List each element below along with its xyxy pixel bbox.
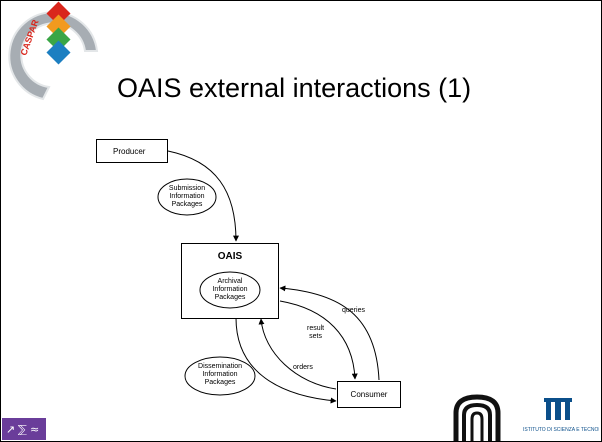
isti-label: ISTITUTO DI SCIENZA E TECNOLOGIE <box>523 427 599 433</box>
producer-label: Producer <box>113 146 146 156</box>
consumer-label: Consumer <box>350 390 388 399</box>
oais-box: OAIS Archival Information Packages <box>181 243 279 319</box>
consumer-box: Consumer <box>337 381 401 408</box>
isti-logo <box>544 398 572 420</box>
footer-icon-glyphs: ↗⅀≈ <box>5 422 43 436</box>
caspar-ring <box>8 11 99 101</box>
cnr-logo <box>453 394 501 441</box>
sip-label: Submission Information Packages <box>168 185 206 208</box>
caspar-diamond-blue <box>46 40 71 65</box>
caspar-diamond-orange <box>46 14 71 39</box>
queries-label: queries <box>342 307 365 314</box>
caspar-diamond-green <box>46 27 71 52</box>
oais-label: OAIS <box>217 251 243 262</box>
result-sets-label: result sets <box>307 325 325 340</box>
dip-label: Dissemination Information Packages <box>198 363 242 386</box>
caspar-diamond-red <box>46 1 71 26</box>
dip-ellipse <box>184 356 256 396</box>
producer-to-oais-arrow <box>167 150 239 242</box>
aip-ellipse <box>199 271 261 309</box>
aip-label: Archival Information Packages <box>212 278 248 301</box>
result-sets-arrow <box>279 300 358 380</box>
sip-ellipse <box>157 178 217 216</box>
producer-box: Producer <box>96 139 168 163</box>
footer-icons: ↗⅀≈ <box>2 418 46 440</box>
orders-arrow <box>258 318 337 390</box>
queries-arrow <box>279 285 380 381</box>
slide-title: OAIS external interactions (1) <box>117 73 472 103</box>
orders-label: orders <box>293 364 313 371</box>
oais-to-consumer-arrow <box>235 317 337 404</box>
caspar-logo: CASPAR <box>8 1 99 101</box>
